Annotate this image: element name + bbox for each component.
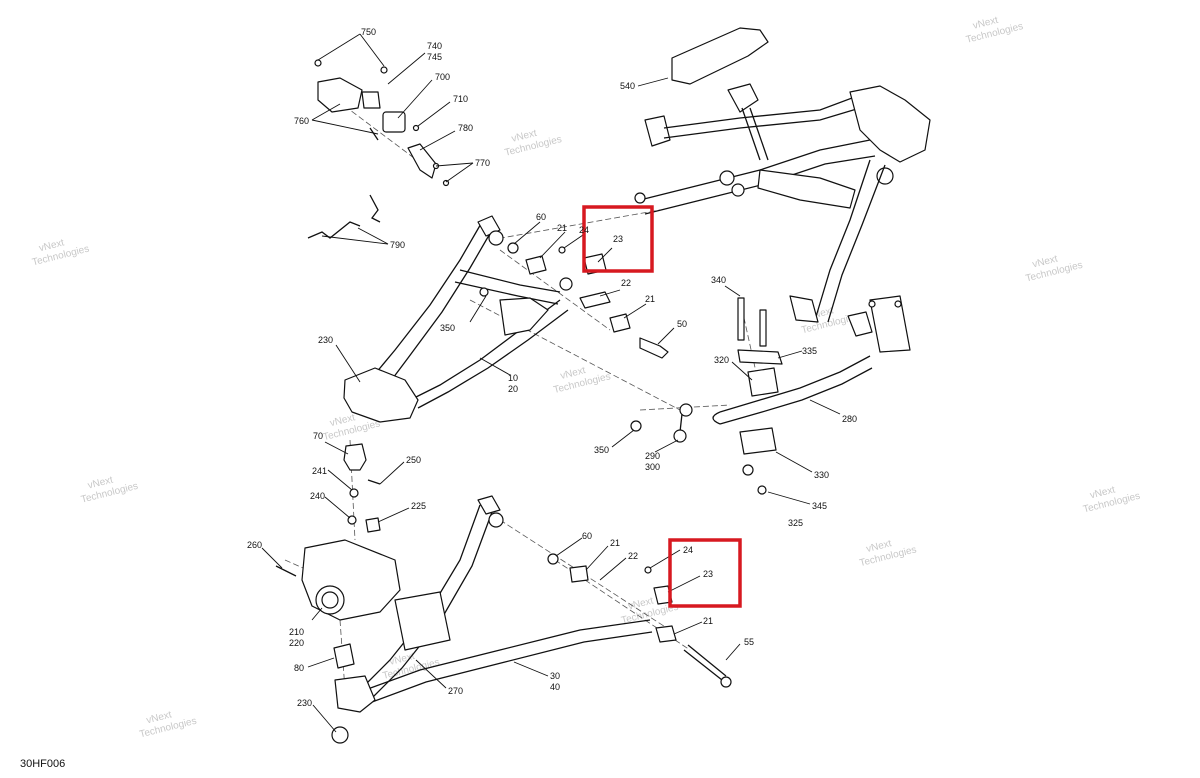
watermark: vNext Technologies: [1025, 254, 1084, 285]
callout-55: 55: [744, 637, 754, 647]
callout-21-lower-b: 21: [703, 616, 713, 626]
callout-280: 280: [842, 414, 857, 424]
callout-320: 320: [714, 355, 729, 365]
callout-760: 760: [294, 116, 309, 126]
watermark: vNext Technologies: [552, 365, 611, 396]
callout-80: 80: [294, 663, 304, 673]
watermark: vNext Technologies: [1082, 484, 1141, 515]
callout-22-upper: 22: [621, 278, 631, 288]
watermark-group: vNext Technologies vNext Technologies vN…: [31, 15, 1141, 741]
callout-30: 30: [550, 671, 560, 681]
callout-750: 750: [361, 27, 376, 37]
watermark: vNext Technologies: [138, 709, 197, 740]
callout-21-upper-a: 21: [557, 223, 567, 233]
stabilizer-bar: [712, 297, 873, 495]
callout-330: 330: [814, 470, 829, 480]
upper-a-arm: [343, 215, 573, 423]
callout-350-lower: 350: [594, 445, 609, 455]
callout-700: 700: [435, 72, 450, 82]
callout-210: 210: [289, 627, 304, 637]
callout-23-upper: 23: [613, 234, 623, 244]
lower-a-arm: [334, 495, 653, 713]
callout-240: 240: [310, 491, 325, 501]
watermark: vNext Technologies: [80, 475, 139, 506]
callout-22-lower: 22: [628, 551, 638, 561]
callout-335: 335: [802, 346, 817, 356]
callout-745: 745: [427, 52, 442, 62]
callout-21-upper-b: 21: [645, 294, 655, 304]
callout-350-upper: 350: [440, 323, 455, 333]
link-rod: [630, 403, 693, 443]
callout-770: 770: [475, 158, 490, 168]
leader-lines: [261, 33, 841, 733]
callout-260: 260: [247, 540, 262, 550]
watermark: vNext Technologies: [382, 651, 441, 682]
callout-740: 740: [427, 41, 442, 51]
callout-790: 790: [390, 240, 405, 250]
callout-40: 40: [550, 682, 560, 692]
callout-290: 290: [645, 451, 660, 461]
callout-10: 10: [508, 373, 518, 383]
highlight-box-part-23-lower: [668, 538, 742, 608]
knuckle-assembly: [275, 443, 401, 744]
callout-710: 710: [453, 94, 468, 104]
callout-780: 780: [458, 123, 473, 133]
watermark: vNext Technologies: [504, 128, 563, 159]
upper-hardware: [479, 242, 669, 359]
callout-70: 70: [313, 431, 323, 441]
drawing-code: 30HF006: [20, 758, 65, 770]
callout-20: 20: [508, 384, 518, 394]
callout-270: 270: [448, 686, 463, 696]
callout-60-lower: 60: [582, 531, 592, 541]
callout-230-lower: 230: [297, 698, 312, 708]
callout-230-upper: 230: [318, 335, 333, 345]
watermark: vNext Technologies: [31, 237, 90, 268]
watermark: vNext Technologies: [965, 15, 1024, 46]
highlight-box-part-23-upper: [582, 205, 654, 273]
callout-345: 345: [812, 501, 827, 511]
callout-24-lower: 24: [683, 545, 693, 555]
callout-340: 340: [711, 275, 726, 285]
callout-241: 241: [312, 466, 327, 476]
callout-250: 250: [406, 455, 421, 465]
callout-50: 50: [677, 319, 687, 329]
callout-24-upper: 24: [579, 225, 589, 235]
watermark: vNext Technologies: [858, 538, 917, 569]
callout-23-lower: 23: [703, 569, 713, 579]
lower-hardware: [547, 553, 732, 688]
upper-frame-assembly: [634, 27, 931, 353]
callout-220: 220: [289, 638, 304, 648]
callout-21-lower-a: 21: [610, 538, 620, 548]
callout-225: 225: [411, 501, 426, 511]
height-sensor-assembly: [307, 59, 450, 239]
callout-300: 300: [645, 462, 660, 472]
callout-325: 325: [788, 518, 803, 528]
callout-540: 540: [620, 81, 635, 91]
callout-labels: 750 740 745 700 710 760 780 770 790 540 …: [247, 27, 857, 708]
callout-60-upper: 60: [536, 212, 546, 222]
